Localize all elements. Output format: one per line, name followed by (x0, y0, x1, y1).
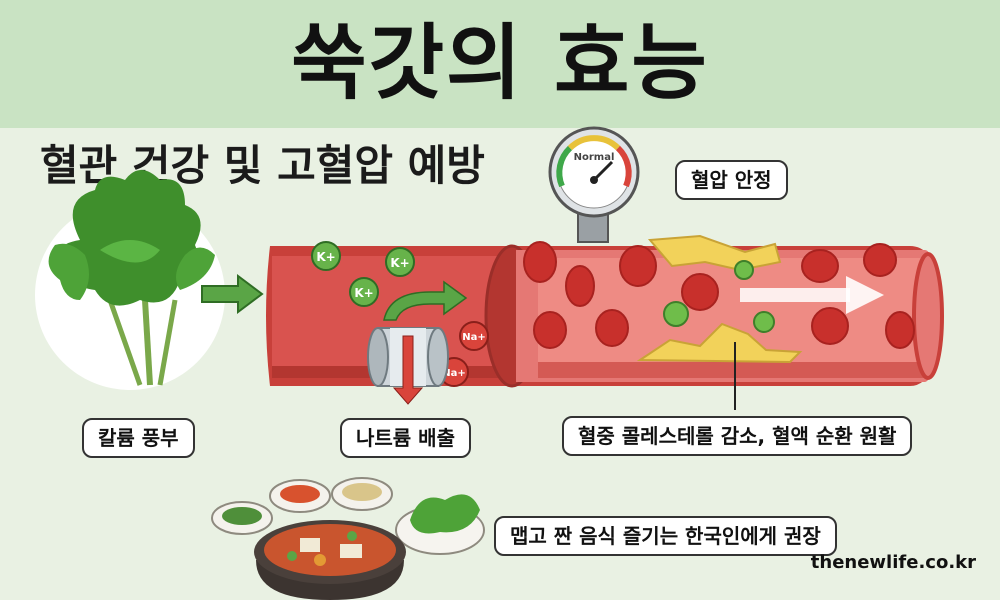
potassium-uptake-arrow (383, 280, 468, 321)
bp-stable-label: 혈압 안정 (675, 160, 788, 200)
potassium-rich-label: 칼륨 풍부 (82, 418, 195, 458)
ion-label: Na+ (442, 368, 466, 379)
ion-label: Na+ (462, 332, 486, 343)
recommendation-label: 맵고 짠 음식 즐기는 한국인에게 권장 (494, 516, 837, 556)
page-title: 쑥갓의 효능 (291, 16, 709, 111)
flow-arrow (201, 274, 264, 314)
gauge-label: Normal (574, 152, 615, 163)
potassium-ion-3: K+ (349, 277, 379, 307)
sodium-excretion-label: 나트륨 배출 (340, 418, 471, 458)
potassium-ion-1: K+ (311, 241, 341, 271)
crown-daisy-illustration (35, 170, 225, 390)
ion-label: K+ (390, 256, 409, 270)
ion-label: K+ (354, 286, 373, 300)
sodium-ion-1: Na+ (459, 321, 489, 351)
blood-flow-arrow (740, 276, 884, 314)
ion-label: K+ (316, 250, 335, 264)
red-blood-cells (523, 241, 915, 349)
potassium-ion-2: K+ (385, 247, 415, 277)
cholesterol-effect-label: 혈중 콜레스테롤 감소, 혈액 순환 원활 (562, 416, 913, 456)
cholesterol-particles (663, 260, 775, 333)
korean-food-illustration (211, 477, 485, 600)
title-banner (0, 0, 1000, 128)
sodium-excretion-arrow (392, 335, 424, 405)
source-credit: thenewlife.co.kr (810, 552, 976, 573)
blood-pressure-gauge: Normal (548, 126, 640, 243)
